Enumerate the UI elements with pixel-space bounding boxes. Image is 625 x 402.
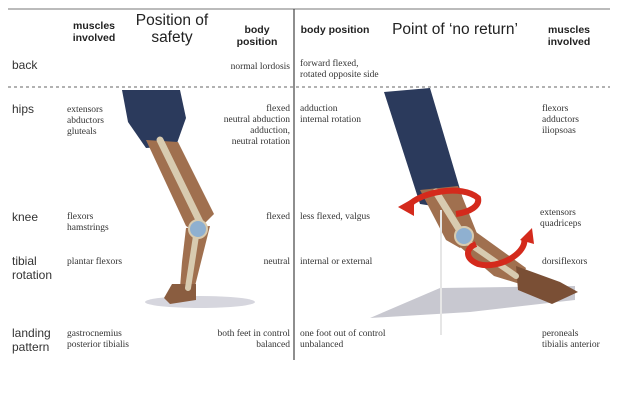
safe-leg-illustration [122,90,255,308]
thigh-rotation-arrow [405,187,482,217]
shin-rotation-arrow [465,237,528,269]
risk-knee-joint [454,226,474,246]
safe-body-back: normal lordosis [230,62,290,72]
safe-body-tibial: neutral [263,257,290,267]
safe-leg-pants [122,90,186,148]
row-label-back: back [12,58,38,72]
safe-body-knee: flexed [266,212,290,222]
safe-body-header: body position [236,24,278,48]
safe-muscles-tibial: plantar flexors [67,257,123,267]
risk-tibia [467,241,519,279]
thigh-arrow-head-icon [398,198,414,216]
safe-knee-joint [188,219,208,239]
safe-muscles-landing: gastrocnemius posterior tibialis [67,329,130,350]
safe-body-landing: both feet in control balanced [217,329,290,350]
risk-muscles-knee: extensors quadriceps [540,208,582,229]
row-label-tibial-rotation: tibial rotation [12,254,53,282]
risk-leg-pants [384,88,462,208]
safe-leg-shadow [145,296,255,308]
risk-body-knee: less flexed, valgus [300,212,370,222]
safe-panel-title: Position of safety [135,12,209,46]
shin-arrow-head-icon [520,228,534,244]
risk-leg-shadow [370,286,575,318]
risk-body-back: forward flexed, rotated opposite side [300,59,379,80]
row-label-knee: knee [12,210,39,224]
row-label-hips: hips [12,102,35,116]
risk-leg-illustration [370,88,578,335]
safe-muscles-hips: extensors abductors gluteals [67,105,104,137]
safe-femur [156,136,204,226]
risk-leg-foot [516,266,578,304]
safe-tibia [185,233,199,291]
safe-body-hips: flexed neutral abduction adduction, neut… [223,104,290,147]
risk-muscles-header: muscles involved [547,24,591,48]
risk-body-tibial: internal or external [300,257,373,267]
safe-muscles-knee: flexors hamstrings [67,212,109,233]
risk-muscles-tibial: dorsiflexors [542,257,588,267]
safe-muscles-header: muscles involved [72,20,116,44]
risk-panel-title: Point of ‘no return’ [392,21,518,38]
risk-body-hips: adduction internal rotation [300,104,361,125]
risk-muscles-landing: peroneals tibialis anterior [542,329,600,350]
risk-body-header: body position [300,24,370,36]
row-label-landing-pattern: landing pattern [12,326,51,354]
risk-muscles-hips: flexors adductors iliopsoas [542,104,579,136]
risk-femur [432,188,466,238]
risk-body-landing: one foot out of control unbalanced [300,329,386,350]
